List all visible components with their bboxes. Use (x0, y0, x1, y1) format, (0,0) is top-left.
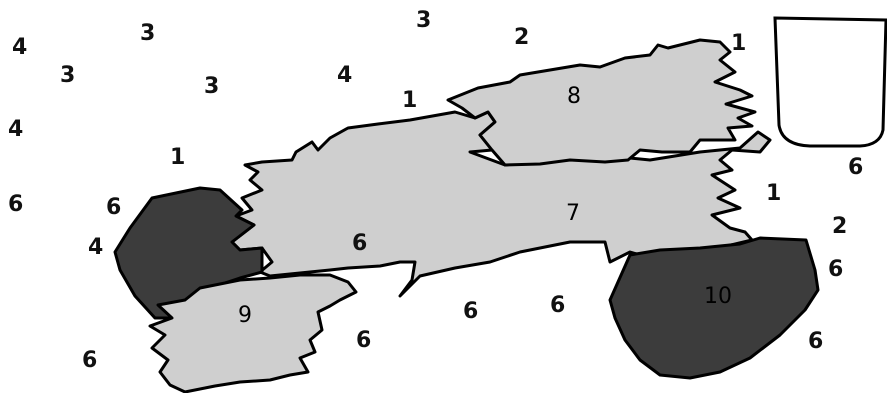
region-8-label: 8 (567, 84, 581, 109)
label: 6 (356, 328, 371, 353)
region-9-label: 9 (238, 303, 252, 328)
label: 6 (808, 329, 823, 354)
cup-shape (775, 18, 886, 146)
region-8 (448, 40, 755, 165)
region-10-label: 10 (704, 284, 732, 309)
label: 6 (463, 299, 478, 324)
label: 2 (832, 214, 847, 239)
label: 6 (82, 348, 97, 373)
label: 4 (337, 63, 352, 88)
label: 4 (88, 235, 103, 260)
label: 6 (106, 195, 121, 220)
label: 6 (828, 257, 843, 282)
label: 1 (766, 181, 781, 206)
label: 6 (550, 293, 565, 318)
label: 1 (170, 145, 185, 170)
label: 6 (352, 231, 367, 256)
label: 6 (8, 192, 23, 217)
label: 6 (848, 155, 863, 180)
label: 4 (12, 35, 27, 60)
region-7-label: 7 (566, 201, 580, 226)
label: 2 (514, 25, 529, 50)
label: 3 (60, 63, 75, 88)
label: 4 (8, 117, 23, 142)
label: 1 (731, 31, 746, 56)
label: 1 (402, 88, 417, 113)
label: 3 (416, 8, 431, 33)
label: 3 (204, 74, 219, 99)
label: 3 (140, 21, 155, 46)
